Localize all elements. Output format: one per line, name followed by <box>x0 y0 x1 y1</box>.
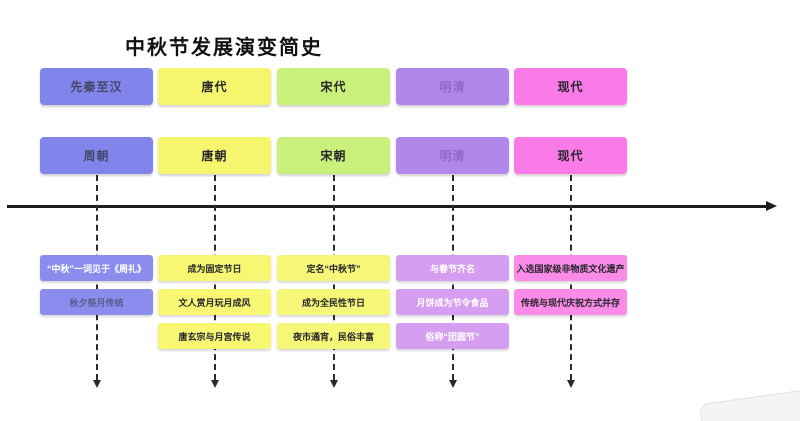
era-box-mingqing: 明清 <box>396 68 509 105</box>
detail-box: 夜市通宵，民俗丰富 <box>277 323 390 349</box>
detail-box: 俗称“团圆节” <box>396 323 509 349</box>
period-box-tangchao: 唐朝 <box>158 137 271 174</box>
era-box-songdai: 宋代 <box>277 68 390 105</box>
detail-box: 成为全民性节日 <box>277 289 390 315</box>
period-box-mingqing: 明清 <box>396 137 509 174</box>
connector-down-arrow-icon-col5 <box>567 380 575 388</box>
connector-down-arrow-icon-col1 <box>93 380 101 388</box>
detail-box: 文人赏月玩月成风 <box>158 289 271 315</box>
connector-down-arrow-icon-col4 <box>449 380 457 388</box>
connector-down-arrow-icon-col3 <box>330 380 338 388</box>
era-box-xianqin-zhi-han: 先秦至汉 <box>40 68 153 105</box>
page-corner-artifact <box>698 386 800 421</box>
timeline-right-arrow-icon <box>766 201 777 211</box>
detail-box: 成为固定节日 <box>158 255 271 281</box>
detail-box: 传统与现代庆祝方式并存 <box>514 289 627 315</box>
connector-down-arrow-icon-col2 <box>211 380 219 388</box>
detail-box: 月饼成为节令食品 <box>396 289 509 315</box>
detail-box: 秋夕祭月传统 <box>40 289 153 315</box>
detail-box: 入选国家级非物质文化遗产 <box>514 255 627 281</box>
era-box-xiandai: 现代 <box>514 68 627 105</box>
era-box-tangdai: 唐代 <box>158 68 271 105</box>
timeline-axis <box>7 205 767 208</box>
page-title: 中秋节发展演变简史 <box>125 37 323 59</box>
period-box-xiandai: 现代 <box>514 137 627 174</box>
detail-box: 与春节齐名 <box>396 255 509 281</box>
period-box-zhouchao: 周朝 <box>40 137 153 174</box>
detail-box: “中秋”一词见于《周礼》 <box>40 255 153 281</box>
period-box-songchao: 宋朝 <box>277 137 390 174</box>
detail-box: 定名“中秋节” <box>277 255 390 281</box>
detail-box: 唐玄宗与月宫传说 <box>158 323 271 349</box>
